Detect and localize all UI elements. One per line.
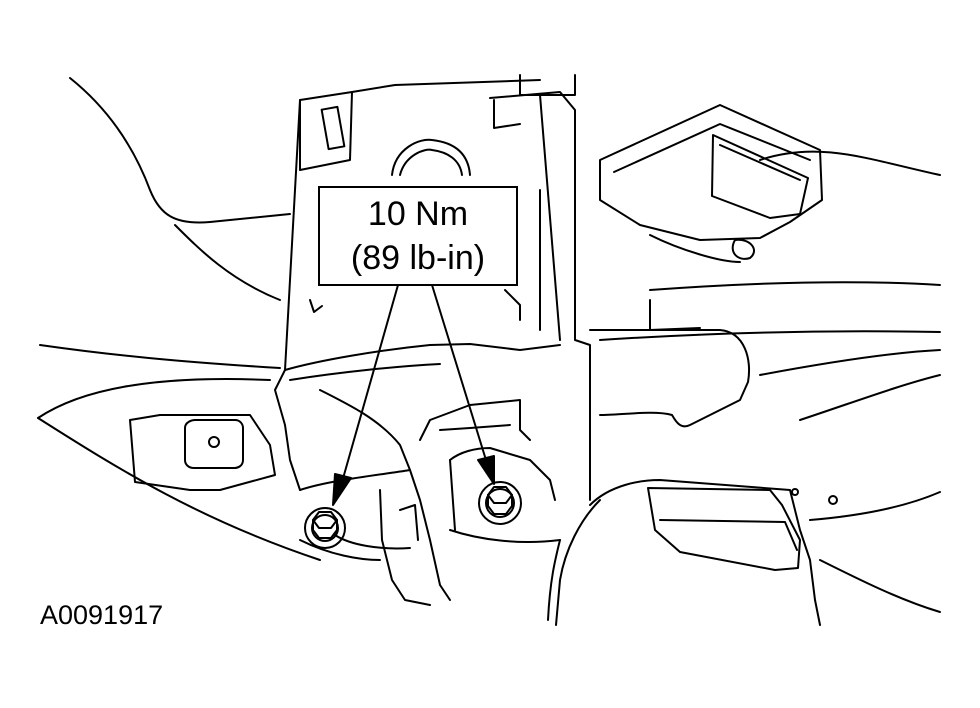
trim-panel-outlines (38, 75, 940, 612)
leader-line-right (432, 285, 486, 460)
lower-shroud-lever (556, 480, 820, 625)
torque-imperial-value: (89 lb-in) (350, 239, 486, 277)
multifunction-switch-housing (590, 105, 822, 426)
torque-metric-value: 10 Nm (367, 195, 469, 233)
column-lower-structure (300, 390, 560, 620)
column-bracket (275, 80, 590, 500)
torque-spec-callout: 10 Nm (89 lb-in) (318, 186, 518, 286)
figure-id-label: A0091917 (40, 600, 164, 630)
harness-clip (130, 415, 275, 490)
torque-leader-arrows (333, 285, 494, 505)
bolt-right (479, 482, 521, 524)
leader-line-left (342, 285, 398, 482)
bolt-left (305, 508, 345, 548)
arrowhead-left-icon (333, 474, 351, 505)
arrowhead-right-icon (478, 456, 494, 484)
